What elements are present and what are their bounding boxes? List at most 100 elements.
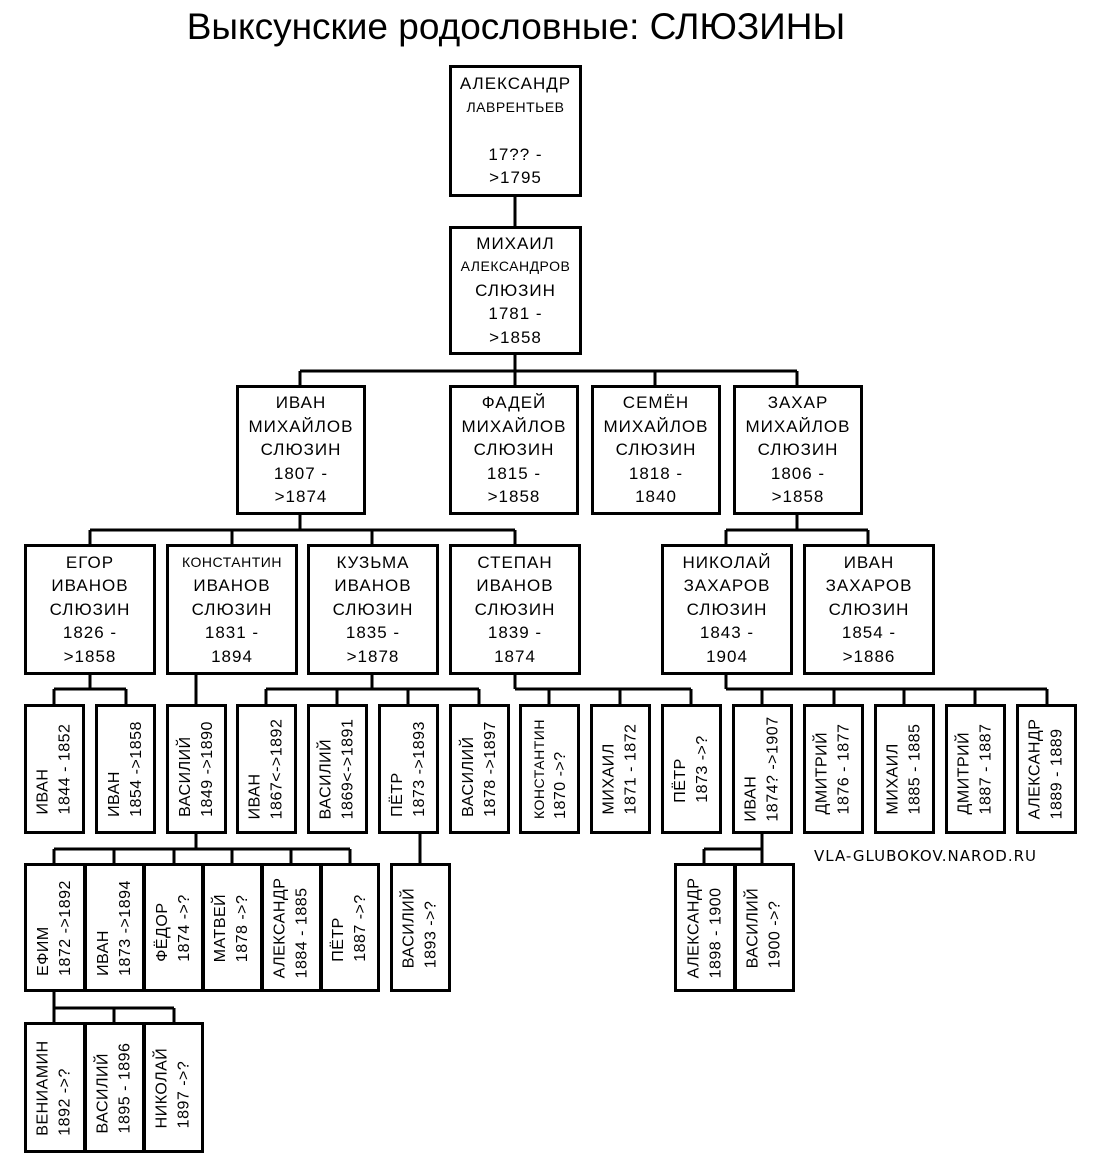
person-dates: 1895 - 1896 [116,1042,134,1133]
person-dates: 1872 ->1892 [57,879,74,976]
person-patronymic: МИХАЙЛОВ [461,416,567,436]
person-patronymic: ЗАХАРОВ [683,576,771,596]
person-nikolay-1897: НИКОЛАЙ 1897 ->? [143,1022,204,1153]
person-nikolay-zakharov: НИКОЛАЙ ЗАХАРОВ СЛЮЗИН 1843 - 1904 [661,544,793,675]
person-patronymic: ЛАВРЕНТЬЕВ [466,98,565,115]
person-dates: 1869<->1891 [339,718,357,820]
rotated-label: МИХАИЛ 1871 - 1872 [599,724,643,815]
person-surname: СЛЮЗИН [473,440,555,460]
person-dates: 1887 - 1887 [977,723,995,815]
rotated-label: МАТВЕЙ 1878 ->? [211,893,255,961]
person-dates: 1873 ->1893 [410,721,428,817]
rotated-label: ДМИТРИЙ 1887 - 1887 [954,724,998,815]
person-dates-end: >1886 [842,646,896,666]
person-egor-ivanov: ЕГОР ИВАНОВ СЛЮЗИН 1826 - >1858 [24,544,156,675]
person-name: ВАСИЛИЙ [744,887,762,968]
person-name: ИВАН [843,552,895,572]
person-dates-end: >1874 [274,487,328,507]
person-fadey-mikhailov: ФАДЕЙ МИХАЙЛОВ СЛЮЗИН 1815 - >1858 [449,385,579,515]
person-dates-end: >1795 [489,168,542,188]
rotated-label: ВАСИЛИЙ 1878 ->1897 [458,721,502,817]
person-dates: 1854 ->1858 [127,721,145,817]
person-aleksandr-lavrentev: АЛЕКСАНДР ЛАВРЕНТЬЕВ 17?? - >1795 [449,65,582,197]
person-aleksandr-1889: АЛЕКСАНДР 1889 - 1889 [1016,704,1077,834]
person-name: ИВАН [94,929,112,976]
person-name: ВАСИЛИЙ [400,887,418,968]
person-patronymic: МИХАЙЛОВ [248,416,354,436]
person-ivan-1854: ИВАН 1854 ->1858 [95,704,156,834]
person-dates-start: 1839 - [487,623,543,643]
person-dates: 1870 ->? [551,751,569,819]
person-dates: 1885 - 1885 [906,723,924,815]
person-dates: 1844 - 1852 [56,723,74,815]
person-dates: 1893 ->? [422,900,440,968]
person-konstantin-ivanov: КОНСТАНТИН ИВАНОВ СЛЮЗИН 1831 - 1894 [166,544,298,675]
person-name: ВАСИЛИЙ [176,736,194,817]
person-stepan-ivanov: СТЕПАН ИВАНОВ СЛЮЗИН 1839 - 1874 [449,544,581,675]
person-name: ВЕНИАМИН [35,1039,53,1136]
person-name: ВАСИЛИЙ [317,738,335,820]
person-efim-1872: ЕФИМ 1872 ->1892 [24,863,86,992]
person-dates-start: 1815 - [486,463,542,483]
person-veniamin-1892: ВЕНИАМИН 1892 ->? [24,1022,86,1153]
person-name: АЛЕКСАНДР [271,877,289,978]
person-surname: СЛЮЗИН [191,599,273,619]
person-vasiliy-1900: ВАСИЛИЙ 1900 ->? [734,863,795,992]
person-mikhail-aleksandrov: МИХАИЛ АЛЕКСАНДРОВ СЛЮЗИН 1781 - >1858 [449,226,582,355]
person-vasiliy-1893: ВАСИЛИЙ 1893 ->? [390,863,451,992]
person-dates: 1900 ->? [766,900,784,968]
person-dates: 1898 - 1900 [707,886,724,978]
rotated-label: ВАСИЛИЙ 1895 - 1896 [93,1042,137,1133]
rotated-label: АЛЕКСАНДР 1898 - 1900 [683,877,727,978]
person-name: ДМИТРИЙ [955,731,973,815]
person-name: АЛЕКСАНДР [1026,718,1044,820]
person-dates-start: 1835 - [345,623,401,643]
person-fedor-1874: ФЁДОР 1874 ->? [143,863,204,992]
person-dates-start: 1826 - [62,623,118,643]
rotated-label: КОНСТАНТИН 1870 ->? [528,719,572,819]
person-dates-end: 1840 [635,487,677,507]
person-dates: 1878 ->1897 [481,721,499,817]
person-matvey-1878: МАТВЕЙ 1878 ->? [202,863,263,992]
person-name: НИКОЛАЙ [153,1047,171,1128]
person-surname: СЛЮЗИН [757,440,839,460]
person-name: ДМИТРИЙ [813,731,831,815]
person-patronymic: ИВАНОВ [334,576,412,596]
person-dates: 1887 ->? [352,893,370,962]
rotated-label: ПЁТР 1873 ->? [670,735,714,803]
person-aleksandr-1898: АЛЕКСАНДР 1898 - 1900 [674,863,736,992]
rotated-label: АЛЕКСАНДР 1889 - 1889 [1025,719,1069,820]
person-mikhail-1871: МИХАИЛ 1871 - 1872 [590,704,651,834]
rotated-label: ВАСИЛИЙ 1893 ->? [399,887,443,968]
person-dates-start: 1807 - [273,463,329,483]
person-name: ЕФИМ [35,925,52,976]
person-dates-start: 1818 - [628,463,684,483]
person-surname: СЛЮЗИН [474,599,556,619]
rotated-label: ФЁДОР 1874 ->? [152,894,196,962]
person-dates-start: 1781 - [488,304,543,324]
person-surname: СЛЮЗИН [615,440,697,460]
person-dates-end: >1858 [771,487,825,507]
person-surname: СЛЮЗИН [686,599,768,619]
person-dates: 1873 ->? [693,735,711,803]
site-url: VLA-GLUBOKOV.NAROD.RU [814,847,1037,865]
rotated-label: ИВАН 1874? ->1907 [741,716,785,821]
person-name: ИВАН [34,768,52,815]
rotated-label: ИВАН 1873 ->1894 [93,880,137,976]
person-name: МИХАИЛ [884,743,902,815]
person-dates: 1892 ->? [57,1067,75,1136]
person-name: ПЁТР [388,772,406,817]
person-name: ИВАН [275,393,327,413]
person-name: КОНСТАНТИН [182,553,282,570]
person-petr-1873: ПЁТР 1873 ->1893 [378,704,439,834]
person-zakhar-mikhailov: ЗАХАР МИХАЙЛОВ СЛЮЗИН 1806 - >1858 [733,385,863,515]
person-surname: СЛЮЗИН [475,280,556,300]
person-name: МИХАИЛ [476,233,555,253]
person-kuzma-ivanov: КУЗЬМА ИВАНОВ СЛЮЗИН 1835 - >1878 [307,544,439,675]
person-vasiliy-1878: ВАСИЛИЙ 1878 ->1897 [449,704,510,834]
person-dates: 1874 ->? [175,893,193,962]
person-name: ВАСИЛИЙ [459,736,477,817]
rotated-label: МИХАИЛ 1885 - 1885 [883,724,927,815]
